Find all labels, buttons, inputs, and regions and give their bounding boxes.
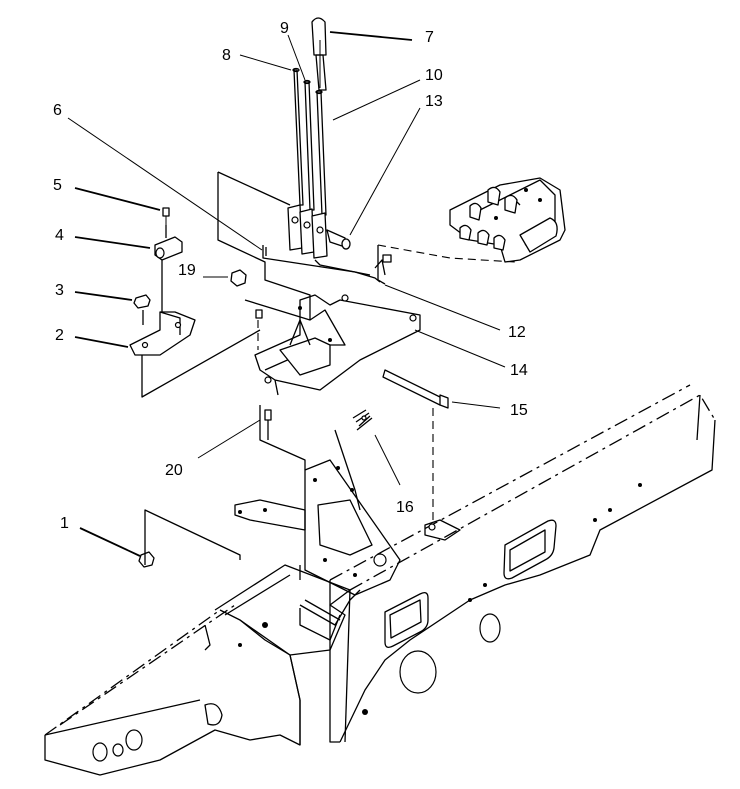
callout-12: 12 — [508, 324, 526, 341]
stud-20 — [264, 409, 272, 421]
callout-9: 9 — [280, 20, 289, 37]
nut-19 — [230, 269, 247, 287]
mount-plate — [254, 294, 421, 396]
callout-15: 15 — [510, 402, 528, 419]
main-frame — [44, 384, 716, 776]
callout-20: 20 — [165, 462, 183, 479]
callout-3: 3 — [55, 282, 64, 299]
bracket-2 — [129, 311, 196, 356]
linkage-rods — [262, 245, 386, 283]
screw-5 — [162, 207, 170, 217]
bolt-3 — [133, 294, 151, 309]
callout-10: 10 — [425, 67, 443, 84]
callout-4: 4 — [55, 227, 64, 244]
nut-1 — [138, 551, 155, 568]
callout-8: 8 — [222, 47, 231, 64]
callout-19: 19 — [178, 262, 196, 279]
left-bracket-parts — [129, 207, 196, 356]
callout-2: 2 — [55, 327, 64, 344]
lever-knob-7 — [311, 17, 327, 56]
leader-lines — [67, 31, 506, 557]
callout-13: 13 — [425, 93, 443, 110]
control-levers — [287, 17, 351, 259]
callout-6: 6 — [53, 102, 62, 119]
callout-14: 14 — [510, 362, 528, 379]
assembly-lines — [141, 171, 516, 580]
callout-5: 5 — [53, 177, 62, 194]
control-valve — [449, 177, 566, 263]
bolt-15 — [382, 369, 443, 406]
callout-labels: 1 2 3 4 5 6 7 8 9 10 12 13 14 15 16 19 2… — [53, 20, 528, 532]
callout-16: 16 — [396, 499, 414, 516]
spring-16 — [352, 409, 373, 431]
callout-1: 1 — [60, 515, 69, 532]
callout-7: 7 — [425, 29, 434, 46]
